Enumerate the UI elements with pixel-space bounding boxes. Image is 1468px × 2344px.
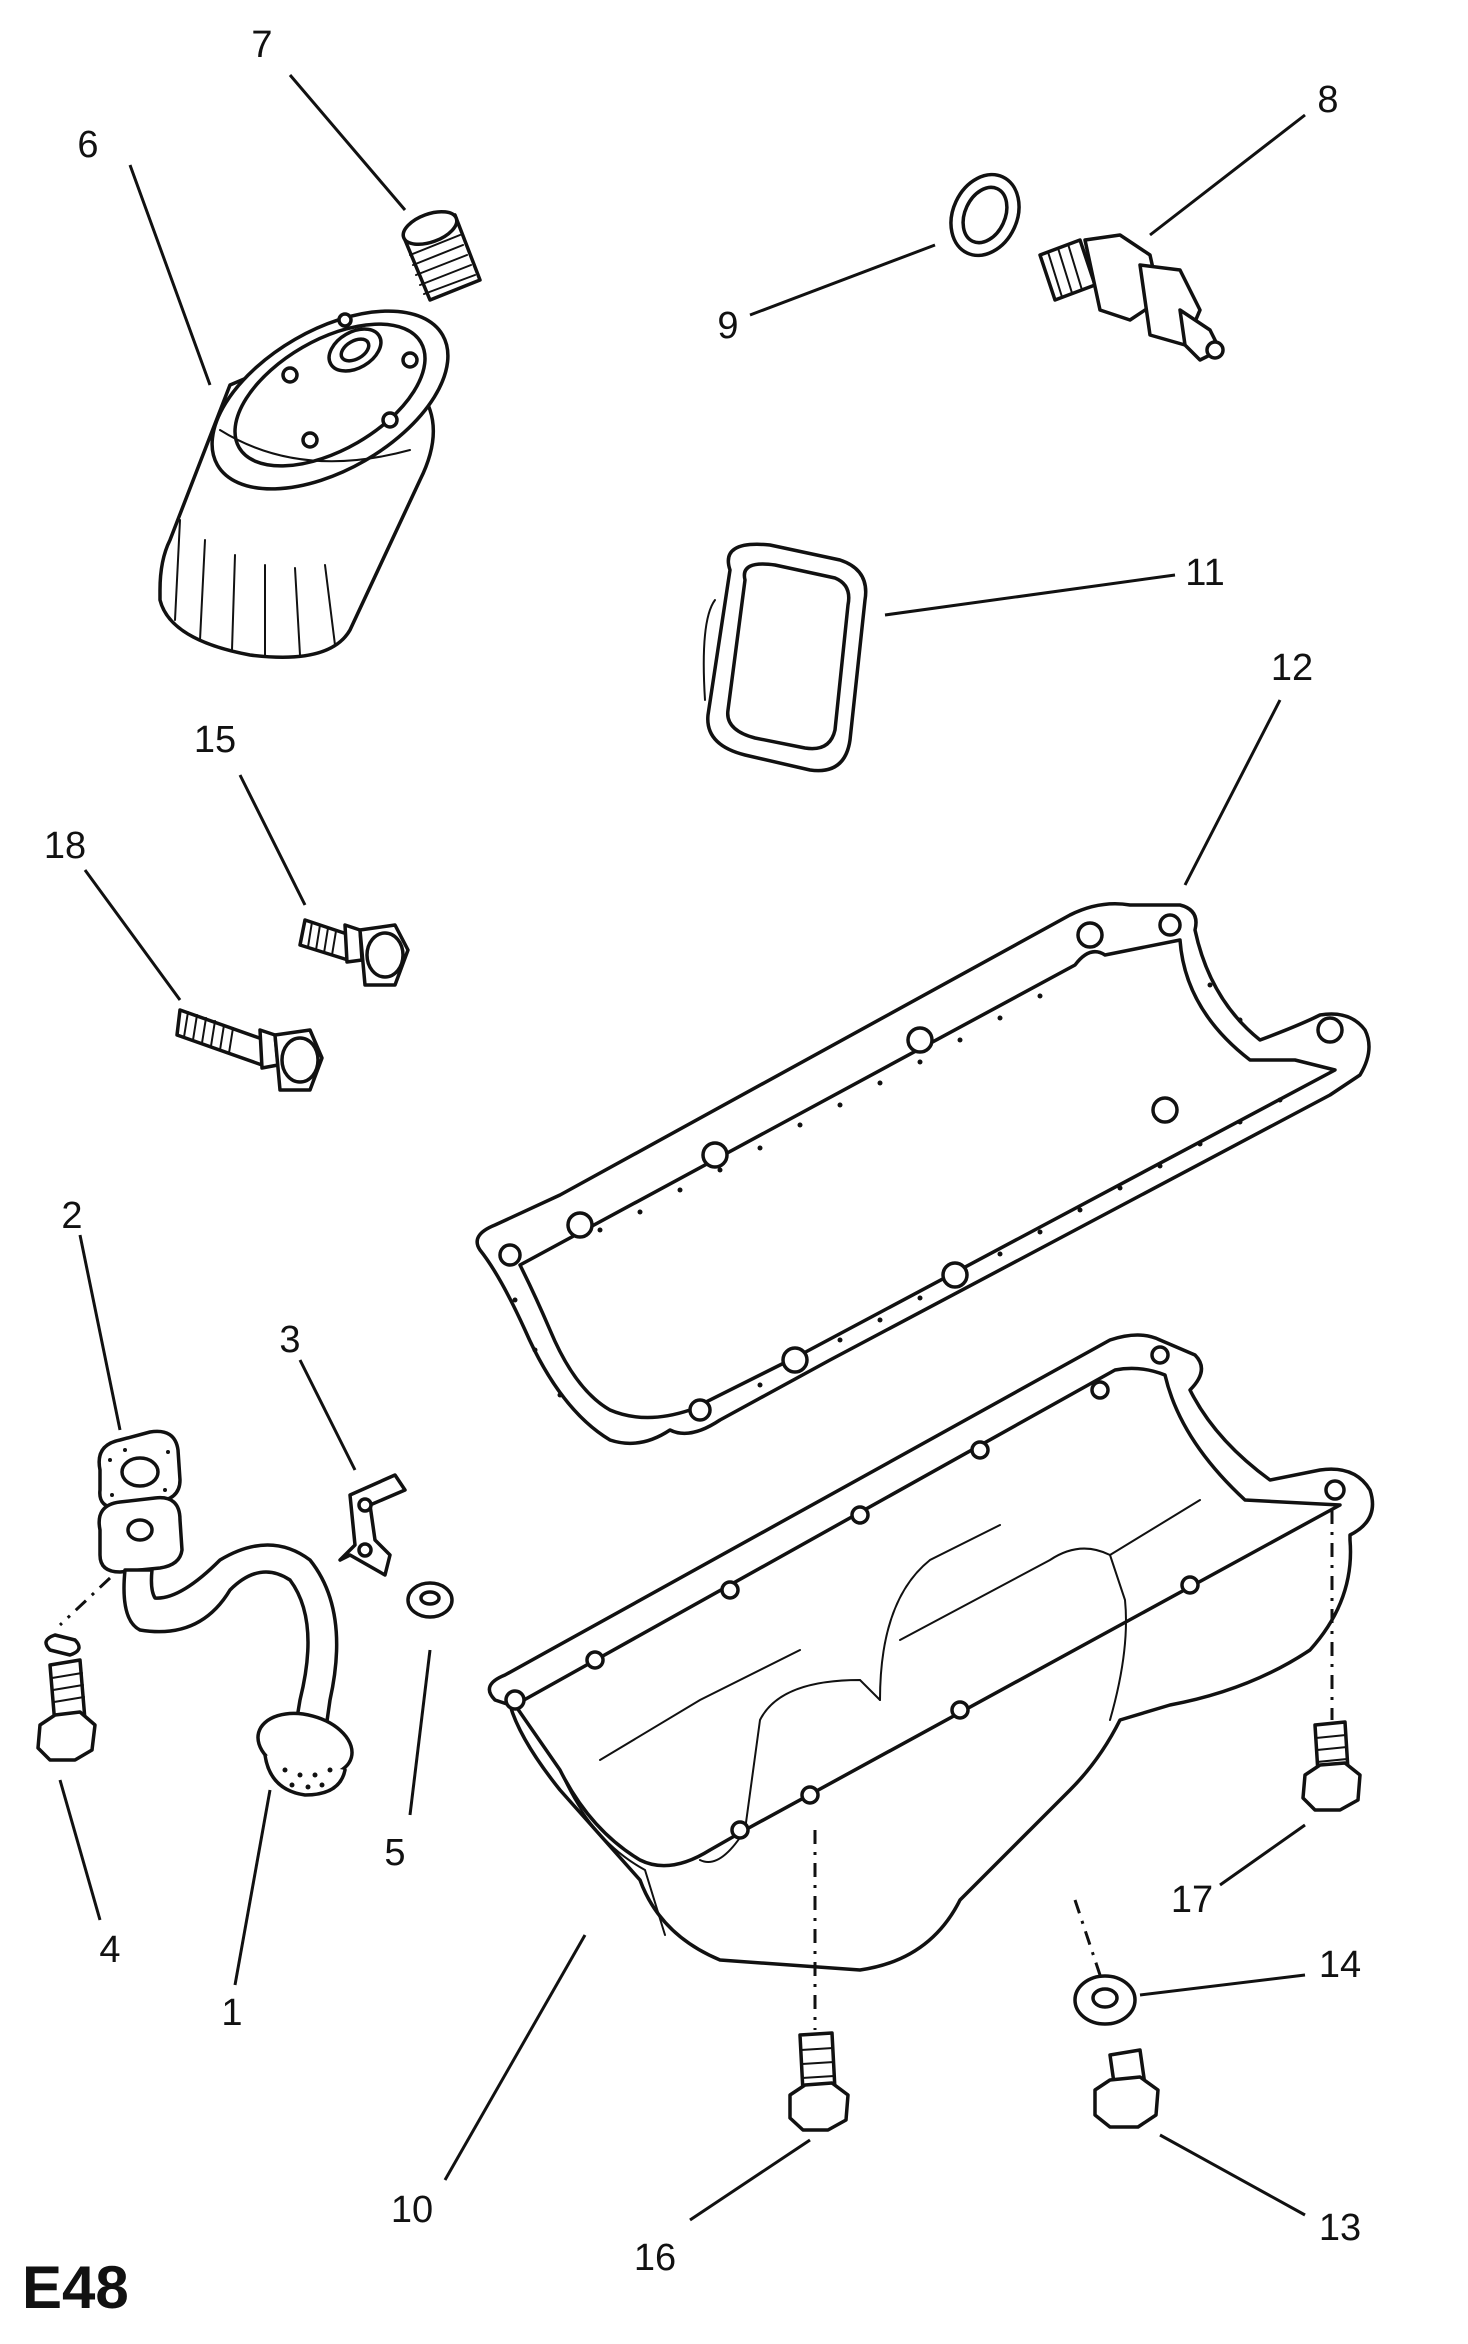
callout-7: 7 [251, 24, 272, 66]
callout-5: 5 [384, 1832, 405, 1874]
callout-17: 17 [1171, 1879, 1213, 1921]
pan-bolt-part-16 [788, 2031, 850, 2132]
pipe-bolt-part [36, 1633, 97, 1762]
callout-13: 13 [1319, 2207, 1361, 2249]
callout-4: 4 [99, 1929, 120, 1971]
sealing-ring-part [949, 172, 1021, 258]
oil-filter-part [158, 309, 450, 659]
filter-screen-part [702, 542, 868, 773]
assembly-line-pan-to-washer [1073, 1899, 1102, 1976]
callout-1: 1 [221, 1992, 242, 2034]
callout-3: 3 [279, 1319, 300, 1361]
bracket-part [338, 1473, 407, 1577]
flange-gasket-part [97, 1429, 182, 1510]
threaded-nipple-part [401, 209, 482, 302]
callout-16: 16 [634, 2237, 676, 2279]
callout-2: 2 [61, 1195, 82, 1237]
drain-washer-part [1073, 1974, 1137, 2026]
callout-14: 14 [1319, 1944, 1361, 1986]
page-code-label: E48 [22, 2254, 129, 2321]
pan-bolt-part-17 [1301, 1720, 1362, 1812]
washer-part [406, 1581, 454, 1619]
drain-plug-part [1093, 2048, 1160, 2129]
callout-18: 18 [44, 825, 86, 867]
short-bolt-part [298, 918, 410, 987]
callout-10: 10 [391, 2189, 433, 2231]
oil-pressure-switch-part [1038, 233, 1225, 362]
leader-lines [58, 74, 1306, 2222]
long-bolt-part [175, 1008, 324, 1092]
oil-pan-part [487, 1333, 1375, 1972]
callout-8: 8 [1317, 79, 1338, 121]
callout-15: 15 [194, 719, 236, 761]
oil-pan-gasket-part [475, 902, 1371, 1446]
callout-12: 12 [1271, 647, 1313, 689]
assembly-line-pipe-to-bolt [58, 1576, 112, 1627]
callout-6: 6 [77, 124, 98, 166]
callout-11: 11 [1185, 552, 1224, 594]
callout-9: 9 [717, 305, 738, 347]
callout-labels: 1 2 3 4 5 6 7 8 9 10 11 12 13 14 15 16 1… [44, 24, 1361, 2279]
oil-pickup-pipe-part [97, 1495, 354, 1797]
